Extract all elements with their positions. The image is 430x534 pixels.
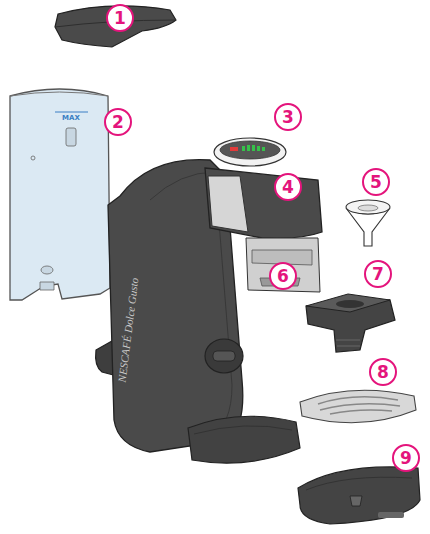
capsule-holder xyxy=(306,294,395,352)
callout-number: 5 xyxy=(362,168,390,196)
capsule-funnel xyxy=(346,200,390,246)
callout-number: 3 xyxy=(274,103,302,131)
callout-number: 1 xyxy=(106,4,134,32)
drip-grid xyxy=(300,390,416,423)
water-tank xyxy=(10,89,110,300)
callout-number: 7 xyxy=(364,260,392,288)
drip-tray xyxy=(298,467,420,524)
callout-number: 9 xyxy=(392,444,420,472)
callout-number: 8 xyxy=(369,358,397,386)
machine-body xyxy=(96,138,322,463)
callout-number: 4 xyxy=(274,173,302,201)
callout-number: 2 xyxy=(104,108,132,136)
max-mark: MAX xyxy=(62,114,80,122)
callout-number: 6 xyxy=(269,262,297,290)
